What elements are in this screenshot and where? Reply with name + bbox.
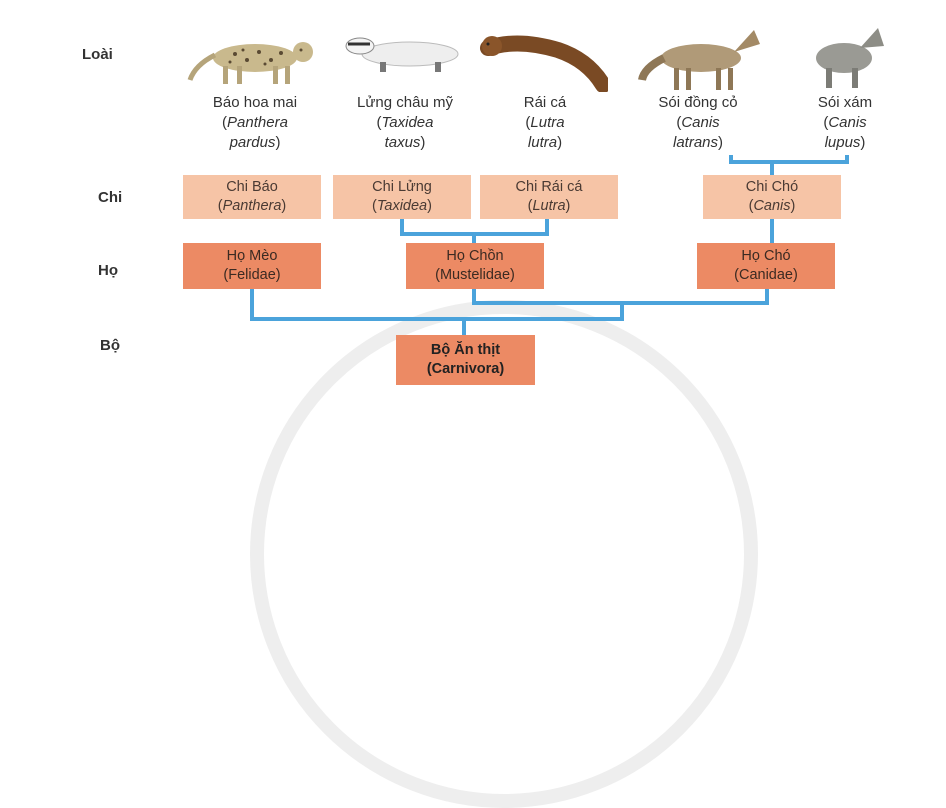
order-name: Bộ Ăn thịt bbox=[430, 342, 501, 358]
family-box-felidae: Họ Mèo (Felidae) bbox=[183, 243, 321, 289]
species-otter: Rái cá (Lutra lutra) bbox=[490, 93, 600, 153]
species-sci-name: Canis bbox=[681, 114, 720, 131]
connector-line bbox=[620, 301, 624, 320]
genus-name: Chi Lửng bbox=[372, 179, 432, 195]
family-name: Họ Chồn bbox=[446, 248, 504, 264]
connector-line bbox=[472, 232, 476, 244]
species-sci-name: lupus bbox=[824, 134, 861, 151]
genus-box-canis: Chi Chó (Canis) bbox=[703, 175, 841, 219]
connector-line bbox=[845, 155, 849, 163]
connector-line bbox=[765, 288, 769, 304]
genus-sci-name: Lutra bbox=[532, 198, 566, 214]
coyote-image bbox=[638, 30, 760, 90]
connector-line bbox=[250, 317, 624, 321]
family-name: Họ Mèo bbox=[226, 248, 278, 264]
species-sci-name: Taxidea bbox=[381, 114, 434, 131]
badger-image bbox=[345, 37, 459, 72]
genus-box-panthera: Chi Báo (Panthera) bbox=[183, 175, 321, 219]
row-label-order: Bộ bbox=[100, 337, 120, 354]
connector-line bbox=[250, 288, 254, 320]
connector-line bbox=[770, 160, 774, 176]
connector-line bbox=[729, 160, 849, 164]
species-common-name: Báo hoa mai bbox=[212, 94, 298, 111]
species-sci-name: Lutra bbox=[530, 114, 565, 131]
species-common-name: Sói đồng cỏ bbox=[658, 94, 738, 111]
row-label-species: Loài bbox=[82, 46, 113, 63]
family-box-mustelidae: Họ Chồn (Mustelidae) bbox=[406, 243, 544, 289]
genus-name: Chi Rái cá bbox=[515, 179, 583, 195]
row-label-family: Họ bbox=[98, 262, 118, 279]
genus-name: Chi Báo bbox=[226, 179, 278, 195]
family-name: Họ Chó bbox=[741, 248, 791, 264]
species-coyote: Sói đồng cỏ (Canis latrans) bbox=[628, 93, 768, 153]
species-sci-name: Panthera bbox=[227, 114, 288, 131]
species-leopard: Báo hoa mai (Panthera pardus) bbox=[180, 93, 330, 153]
species-sci-name: taxus bbox=[384, 134, 421, 151]
family-sci-name: (Felidae) bbox=[223, 267, 281, 283]
species-common-name: Lửng châu mỹ bbox=[357, 94, 453, 111]
order-box-carnivora: Bộ Ăn thịt (Carnivora) bbox=[396, 335, 535, 385]
connector-line bbox=[729, 155, 733, 163]
genus-box-taxidea: Chi Lửng (Taxidea) bbox=[333, 175, 471, 219]
order-sci-name: (Carnivora) bbox=[426, 361, 505, 377]
connector-line bbox=[770, 218, 774, 244]
species-common-name: Rái cá bbox=[523, 94, 567, 111]
family-box-canidae: Họ Chó (Canidae) bbox=[697, 243, 835, 289]
genus-sci-name: Canis bbox=[753, 198, 791, 214]
row-label-genus: Chi bbox=[98, 189, 123, 206]
species-sci-name: latrans bbox=[672, 134, 719, 151]
genus-sci-name: Panthera bbox=[222, 198, 282, 214]
species-sci-name: pardus bbox=[229, 134, 276, 151]
species-gray-wolf: Sói xám (Canis lupus) bbox=[790, 93, 900, 153]
genus-box-lutra: Chi Rái cá (Lutra) bbox=[480, 175, 618, 219]
leopard-image bbox=[187, 42, 313, 84]
gray-wolf-image bbox=[816, 28, 884, 88]
species-sci-name: Canis bbox=[828, 114, 867, 131]
connector-line bbox=[462, 317, 466, 337]
genus-sci-name: Taxidea bbox=[376, 198, 428, 214]
genus-name: Chi Chó bbox=[745, 179, 799, 195]
connector-line bbox=[545, 218, 549, 235]
connector-line bbox=[472, 288, 476, 304]
otter-image bbox=[480, 35, 608, 92]
species-badger: Lửng châu mỹ (Taxidea taxus) bbox=[330, 93, 480, 153]
species-sci-name: lutra bbox=[527, 134, 558, 151]
family-sci-name: (Canidae) bbox=[734, 267, 798, 283]
species-common-name: Sói xám bbox=[817, 94, 873, 111]
connector-line bbox=[400, 218, 404, 235]
family-sci-name: (Mustelidae) bbox=[435, 267, 515, 283]
